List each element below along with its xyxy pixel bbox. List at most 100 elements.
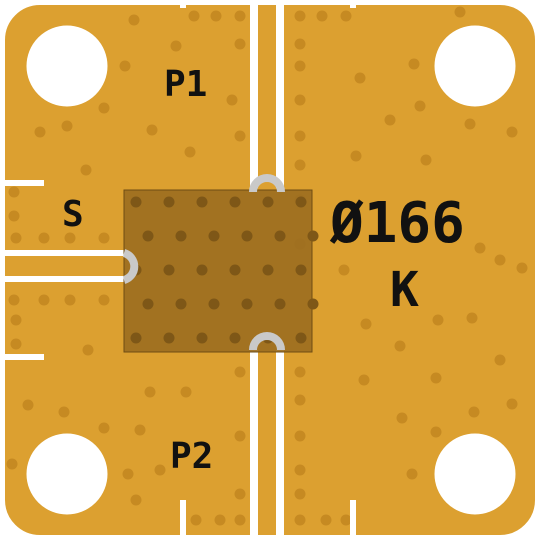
die-dot <box>196 332 208 344</box>
copper-dot <box>184 146 196 158</box>
copper-dot <box>170 40 182 52</box>
copper-dot <box>420 154 432 166</box>
copper-dot <box>354 72 366 84</box>
copper-dot <box>338 264 350 276</box>
die-dot <box>196 196 208 208</box>
copper-dot <box>294 464 306 476</box>
die-dot <box>307 230 319 242</box>
mounting-hole-top-right <box>434 25 516 107</box>
copper-dot <box>134 424 146 436</box>
mounting-hole-top-left <box>26 25 108 107</box>
label-p2: P2 <box>170 436 213 477</box>
copper-dot <box>294 60 306 72</box>
copper-dot <box>22 399 34 411</box>
copper-dot <box>384 114 396 126</box>
die-dot <box>229 196 241 208</box>
copper-dot <box>98 422 110 434</box>
copper-dot <box>340 10 352 22</box>
copper-dot <box>234 366 246 378</box>
trace-p1-left-gap <box>250 0 258 188</box>
label-p1: P1 <box>164 64 207 105</box>
copper-dot <box>98 294 110 306</box>
copper-dot <box>396 412 408 424</box>
vias <box>122 174 285 351</box>
die-area <box>123 189 313 353</box>
copper-dot <box>8 186 20 198</box>
copper-dot <box>190 514 202 526</box>
copper-dot <box>82 344 94 356</box>
copper-dot <box>6 458 18 470</box>
copper-dot <box>358 374 370 386</box>
copper-dot <box>10 232 22 244</box>
copper-dot <box>294 159 306 171</box>
die-dot <box>262 196 274 208</box>
notch-left-lower <box>0 354 44 360</box>
die-dot <box>295 264 307 276</box>
copper-dot <box>506 126 518 138</box>
copper-dot <box>294 94 306 106</box>
copper-dot <box>464 118 476 130</box>
trace-p2-left-gap <box>250 350 258 540</box>
copper-dot <box>294 394 306 406</box>
copper-dot <box>8 210 20 222</box>
mounting-hole-bottom-right <box>434 433 516 515</box>
copper-dot <box>119 60 131 72</box>
copper-dot <box>294 38 306 50</box>
via-p2 <box>249 332 285 351</box>
copper-dot <box>294 488 306 500</box>
copper-dot <box>294 366 306 378</box>
copper-dot <box>454 6 466 18</box>
copper-dot <box>64 232 76 244</box>
trace-p1-right-gap <box>276 0 284 188</box>
label-suffix: K <box>390 262 419 318</box>
die-dot <box>196 264 208 276</box>
die-dot <box>241 298 253 310</box>
via-p1 <box>249 174 285 193</box>
copper-dot <box>506 398 518 410</box>
die-dot <box>274 230 286 242</box>
copper-dot <box>516 262 528 274</box>
copper-dot <box>188 10 200 22</box>
copper-dot <box>34 126 46 138</box>
die-dot <box>175 230 187 242</box>
copper-dot <box>210 10 222 22</box>
die-dot <box>307 298 319 310</box>
copper-dot <box>350 150 362 162</box>
copper-dot <box>432 314 444 326</box>
copper-dot <box>340 514 352 526</box>
copper-dot <box>474 242 486 254</box>
copper-dot <box>320 514 332 526</box>
die-dot <box>208 230 220 242</box>
copper-dot <box>58 406 70 418</box>
die-dot <box>142 298 154 310</box>
copper-dot <box>294 430 306 442</box>
copper-dot <box>80 164 92 176</box>
copper-dot <box>466 312 478 324</box>
die-dot <box>130 332 142 344</box>
copper-dot <box>234 10 246 22</box>
die-dot <box>295 196 307 208</box>
die-dot <box>175 298 187 310</box>
copper-dot <box>294 514 306 526</box>
die-dot <box>295 332 307 344</box>
trace-s-bottom-gap <box>0 276 124 282</box>
copper-dot <box>234 38 246 50</box>
mounting-holes <box>26 25 516 515</box>
copper-dot <box>38 294 50 306</box>
label-s: S <box>62 194 84 235</box>
copper-dot <box>98 232 110 244</box>
copper-dot <box>146 124 158 136</box>
copper-dot <box>394 340 406 352</box>
copper-dot <box>154 464 166 476</box>
copper-dot <box>430 372 442 384</box>
copper-dot <box>64 294 76 306</box>
die-dot <box>229 264 241 276</box>
copper-dot <box>61 120 73 132</box>
copper-dot <box>406 468 418 480</box>
die-dot <box>142 230 154 242</box>
notch-top-left <box>180 0 186 8</box>
copper-dot <box>494 254 506 266</box>
copper-dot <box>468 406 480 418</box>
label-part-number: Ø166 <box>329 191 465 256</box>
